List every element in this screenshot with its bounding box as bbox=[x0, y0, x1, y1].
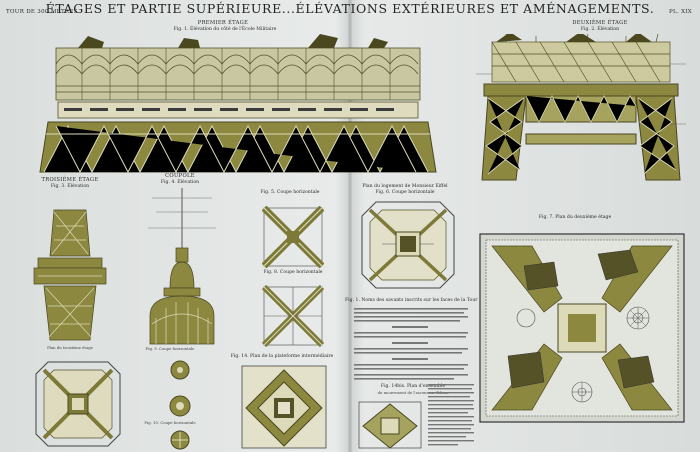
fig14bis-sub-caption: du mouvement de l'ascenseur Edoux bbox=[377, 390, 449, 395]
fig9-caption: Fig. 9. Coupe horizontale bbox=[145, 346, 195, 351]
plate-header: TOUR DE 300 MÈTRES ÉTAGES ET PARTIE SUPÉ… bbox=[0, 0, 700, 22]
legend-caption: Fig. 1. Noms des savants inscrits sur le… bbox=[345, 298, 478, 303]
fig1-section-label: PREMIER ÉTAGE bbox=[197, 20, 249, 26]
fig2-caption: Fig. 2. Élévation bbox=[580, 27, 620, 32]
fig10-caption: Fig. 10. Coupe horizontale bbox=[144, 420, 196, 425]
plate-number: PL. XIX bbox=[669, 9, 692, 15]
fig3-sub-caption: Plan du troisième étage bbox=[47, 345, 93, 350]
scientist-names-table bbox=[352, 306, 470, 386]
fig7-second-floor-plan bbox=[478, 232, 686, 424]
fig5-horizontal-section bbox=[262, 206, 324, 268]
fig6-section-label: Plan du logement de Monsieur Eiffel bbox=[362, 184, 448, 189]
fig6-eiffel-apartment-plan bbox=[360, 200, 456, 290]
fig3-caption: Fig. 3. Élévation bbox=[50, 184, 90, 189]
fig1-caption: Fig. 1. Élévation du côté de l'École Mil… bbox=[173, 27, 277, 32]
plate-title: ÉTAGES ET PARTIE SUPÉRIEURE...ÉLÉVATIONS… bbox=[45, 1, 655, 16]
fig14bis-caption: Fig. 14bis. Plan d'ensemble bbox=[380, 384, 446, 389]
fig3-section-label: TROISIÈME ÉTAGE bbox=[41, 177, 99, 183]
fig2-second-floor-elevation bbox=[476, 34, 686, 184]
header-left-text: TOUR DE 300 MÈTRES bbox=[6, 9, 78, 15]
fig1-first-floor-elevation bbox=[38, 34, 438, 174]
fig4-section-label: COUPOLE bbox=[165, 173, 195, 179]
fig9-cupola-plans bbox=[160, 356, 200, 452]
fig14bis-elevator-plan bbox=[355, 398, 425, 450]
fig4-caption: Fig. 4. Élévation bbox=[160, 180, 200, 185]
fig8-horizontal-section bbox=[262, 285, 324, 347]
fig14-caption: Fig. 14. Plan de la plateforme intermédi… bbox=[230, 354, 334, 359]
page-fold bbox=[348, 0, 352, 452]
fig5-caption: Fig. 5. Coupe horizontale bbox=[260, 190, 320, 195]
third-floor-plan bbox=[34, 360, 122, 448]
fig4-cupola-elevation bbox=[142, 188, 222, 348]
fig7-caption: Fig. 7. Plan du deuxième étage bbox=[538, 215, 612, 220]
fig2-section-label: DEUXIÈME ÉTAGE bbox=[572, 20, 628, 26]
fig14-intermediate-platform-plan bbox=[238, 362, 330, 452]
fig3-third-floor-elevation bbox=[30, 206, 110, 342]
fig8-caption: Fig. 8. Coupe horizontale bbox=[263, 270, 323, 275]
fig6-caption: Fig. 6. Coupe horizontale bbox=[375, 190, 435, 195]
descriptive-text-column bbox=[428, 384, 474, 448]
